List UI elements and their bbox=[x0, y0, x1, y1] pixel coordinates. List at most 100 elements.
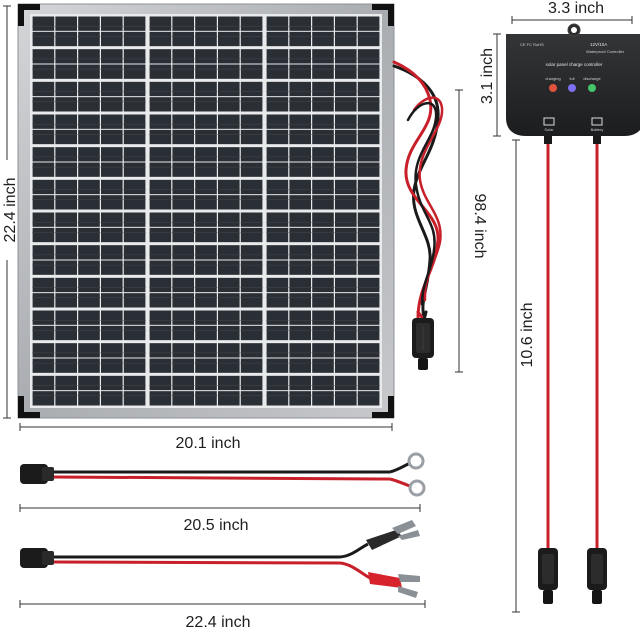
solar-cell bbox=[195, 162, 217, 177]
ring-terminal-black bbox=[407, 452, 425, 470]
solar-cell bbox=[357, 162, 380, 177]
solar-cell bbox=[335, 64, 357, 79]
controller-waterproof-label: Waterproof Controller bbox=[586, 49, 625, 54]
controller-width-label: 3.3 inch bbox=[548, 0, 604, 17]
solar-cell bbox=[357, 375, 380, 391]
solar-cell bbox=[335, 49, 357, 64]
solar-cell bbox=[335, 375, 357, 391]
solar-cell bbox=[78, 195, 100, 210]
solar-cell bbox=[240, 325, 263, 341]
solar-cell bbox=[195, 293, 217, 308]
solar-cell bbox=[32, 97, 55, 112]
solar-cell bbox=[123, 325, 146, 341]
solar-cell bbox=[289, 343, 311, 358]
corner-bracket-top-left bbox=[18, 4, 40, 26]
port-label-solar: Solar bbox=[544, 127, 554, 132]
solar-cell bbox=[218, 375, 240, 391]
solar-cell bbox=[335, 129, 357, 145]
solar-cell bbox=[312, 129, 334, 145]
solar-cell bbox=[101, 97, 123, 112]
controller-height-dimension: 3.1 inch bbox=[476, 33, 501, 137]
solar-cell bbox=[357, 129, 380, 145]
solar-cell bbox=[357, 81, 380, 97]
solar-cell bbox=[357, 343, 380, 358]
solar-cell bbox=[78, 64, 100, 79]
solar-cell bbox=[123, 293, 146, 308]
sae-connector-panel bbox=[412, 318, 434, 370]
solar-cell bbox=[218, 260, 240, 275]
solar-cell bbox=[335, 179, 357, 195]
solar-cell bbox=[172, 195, 194, 210]
solar-cell bbox=[266, 310, 289, 325]
solar-cell bbox=[55, 310, 77, 325]
solar-cell bbox=[312, 310, 334, 325]
solar-cell bbox=[32, 245, 55, 260]
panel-cable-length-label: 98.4 inch bbox=[471, 194, 488, 259]
solar-cell bbox=[149, 391, 172, 406]
solar-cell bbox=[101, 325, 123, 341]
solar-cell bbox=[266, 277, 289, 293]
solar-cell bbox=[123, 227, 146, 243]
solar-cell bbox=[195, 49, 217, 64]
solar-cell bbox=[123, 129, 146, 145]
solar-cell bbox=[266, 195, 289, 210]
solar-cell bbox=[240, 343, 263, 358]
ring-cable-length-label: 20.5 inch bbox=[184, 517, 249, 534]
solar-cell bbox=[357, 325, 380, 341]
solar-cell bbox=[312, 49, 334, 64]
solar-cell bbox=[55, 325, 77, 341]
solar-cell bbox=[101, 114, 123, 129]
solar-cell bbox=[289, 375, 311, 391]
controller-rating: 12V/10A bbox=[590, 42, 607, 47]
solar-cell bbox=[218, 325, 240, 341]
solar-cell bbox=[172, 147, 194, 162]
solar-cell bbox=[266, 293, 289, 308]
solar-cell bbox=[78, 97, 100, 112]
solar-cell bbox=[240, 97, 263, 112]
solar-cell bbox=[32, 129, 55, 145]
solar-cell bbox=[172, 245, 194, 260]
solar-cell bbox=[266, 162, 289, 177]
panel-cable bbox=[392, 60, 444, 322]
solar-cell bbox=[32, 49, 55, 64]
solar-cell bbox=[149, 97, 172, 112]
solar-cell bbox=[78, 293, 100, 308]
solar-cell bbox=[335, 81, 357, 97]
solar-cell bbox=[289, 162, 311, 177]
solar-cell bbox=[312, 16, 334, 31]
ring-cable-dimension: 20.5 inch bbox=[19, 504, 421, 534]
solar-cell bbox=[78, 16, 100, 31]
solar-cell bbox=[78, 114, 100, 129]
solar-cell bbox=[195, 16, 217, 31]
solar-cell bbox=[101, 129, 123, 145]
solar-cell bbox=[357, 227, 380, 243]
controller-width-dimension: 3.3 inch bbox=[511, 0, 633, 24]
solar-cell bbox=[335, 114, 357, 129]
led-label-discharge: discharge bbox=[583, 76, 601, 81]
solar-cell bbox=[32, 358, 55, 373]
solar-cell bbox=[55, 260, 77, 275]
solar-cell bbox=[172, 81, 194, 97]
solar-cell bbox=[195, 277, 217, 293]
solar-cell bbox=[357, 212, 380, 227]
solar-cell bbox=[101, 260, 123, 275]
solar-cell bbox=[172, 162, 194, 177]
solar-cell bbox=[32, 260, 55, 275]
solar-cell bbox=[195, 325, 217, 341]
solar-cell bbox=[149, 375, 172, 391]
sae-connector-controller-right bbox=[587, 548, 607, 604]
solar-cell bbox=[101, 147, 123, 162]
solar-cell bbox=[55, 114, 77, 129]
solar-cell bbox=[312, 358, 334, 373]
led-label-full: full bbox=[569, 76, 574, 81]
solar-cell bbox=[240, 375, 263, 391]
solar-cell bbox=[32, 391, 55, 406]
solar-cell bbox=[289, 260, 311, 275]
solar-cell bbox=[240, 358, 263, 373]
solar-cell bbox=[32, 64, 55, 79]
solar-cell bbox=[312, 147, 334, 162]
solar-cell bbox=[172, 277, 194, 293]
solar-cell bbox=[357, 245, 380, 260]
ring-terminal-red bbox=[408, 479, 426, 497]
